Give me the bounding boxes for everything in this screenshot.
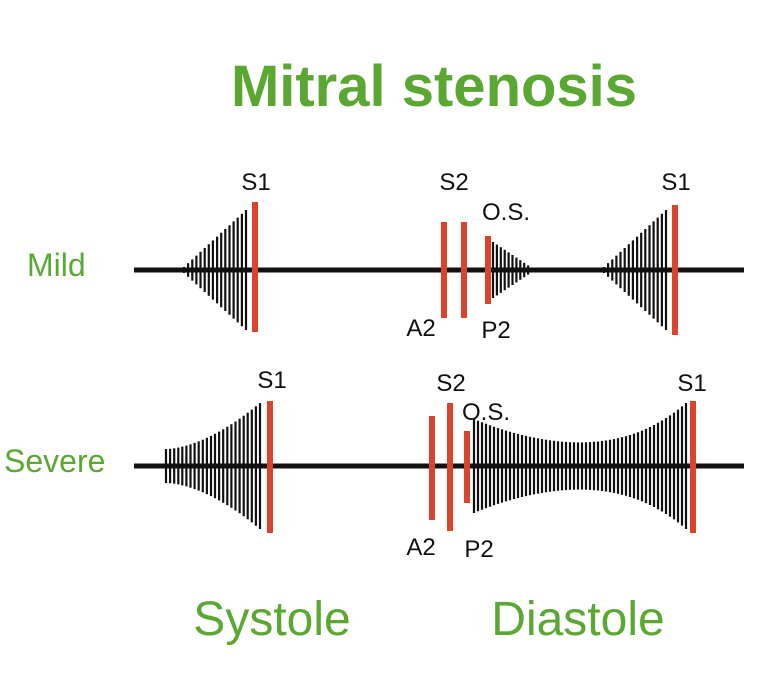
mild-s1-left-bar [252,202,258,332]
diagram-title: Mitral stenosis [231,54,637,119]
mild-row: Mild S1 S2 O.S. A2 P2 S1 [27,169,744,344]
phase-label-diastole: Diastole [491,593,664,646]
mild-a2-bar [441,222,447,318]
mild-p2-label: P2 [481,317,510,344]
severe-p2-label: P2 [464,536,493,563]
severe-row: Severe S1 S2 O.S. A2 P2 S1 [4,367,744,563]
row-label-mild: Mild [27,247,86,283]
severe-p2-bar [447,403,453,531]
severe-s1-right-label: S1 [677,370,706,397]
severe-a2-label: A2 [406,534,435,561]
mild-s1-right-label: S1 [661,169,690,196]
severe-s1-left-label: S1 [257,367,286,394]
mild-s2-label: S2 [439,169,468,196]
mild-os-bar [485,236,491,304]
mild-s1-left-label: S1 [241,169,270,196]
severe-s1-right-bar [690,401,696,533]
mild-os-label: O.S. [482,199,530,226]
severe-s2-label: S2 [436,370,465,397]
severe-os-bar [464,431,470,503]
mild-murmur-group [182,210,668,330]
phase-label-systole: Systole [193,593,350,646]
mild-a2-label: A2 [406,315,435,342]
severe-os-label: O.S. [462,399,510,426]
row-label-severe: Severe [4,443,105,479]
severe-a2-bar [429,416,435,520]
mild-p2-bar [461,222,467,318]
mild-s1-right-bar [672,205,678,335]
severe-s1-left-bar [267,401,273,533]
severe-murmur-group [164,403,688,529]
